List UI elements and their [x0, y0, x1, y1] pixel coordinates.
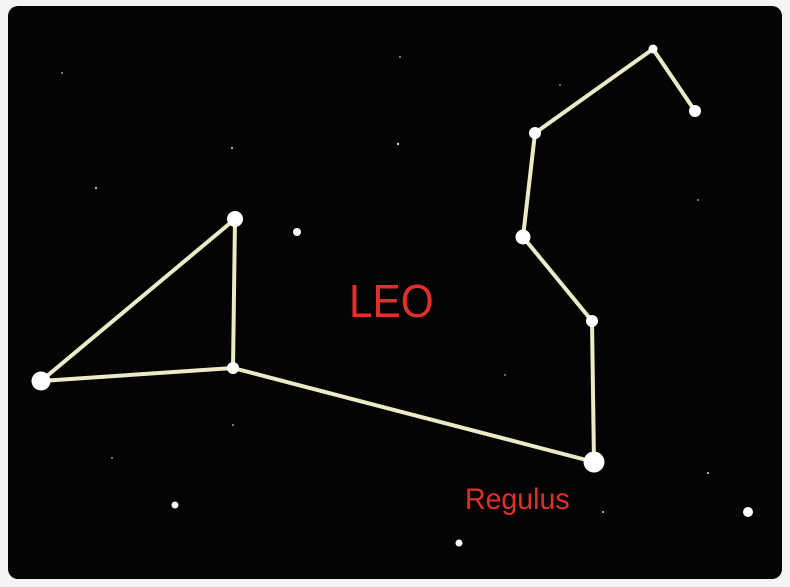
background-star [397, 143, 399, 145]
background-star [707, 472, 709, 474]
constellation-line [592, 321, 594, 462]
constellation-line [523, 133, 535, 237]
background-star [231, 147, 233, 149]
constellation-star [649, 45, 658, 54]
constellation-stars [32, 45, 702, 473]
background-star [61, 72, 63, 74]
background-star [399, 56, 401, 58]
regulus-star-label: Regulus [465, 483, 570, 517]
constellation-star [516, 230, 531, 245]
background-star [504, 374, 506, 376]
constellation-line [523, 237, 592, 321]
constellation-line [41, 368, 233, 381]
constellation-line [653, 49, 695, 111]
regulus-star [584, 452, 605, 473]
background-star [743, 507, 753, 517]
background-star [95, 187, 97, 189]
background-star [232, 424, 234, 426]
constellation-star [529, 127, 541, 139]
constellation-line [233, 219, 235, 368]
constellation-star [689, 105, 701, 117]
constellation-star [227, 211, 243, 227]
background-star [456, 540, 463, 547]
constellation-star [32, 372, 51, 391]
constellation-line [233, 368, 594, 462]
constellation-star [586, 315, 598, 327]
constellation-lines [41, 49, 695, 462]
constellation-star [227, 362, 239, 374]
background-star [172, 502, 179, 509]
constellation-line [535, 49, 653, 133]
background-star [559, 84, 561, 86]
background-star [111, 457, 113, 459]
background-star [697, 199, 699, 201]
constellation-line [41, 219, 235, 381]
constellation-name-label: LEO [349, 274, 434, 328]
background-star [602, 511, 604, 513]
background-star [293, 228, 301, 236]
